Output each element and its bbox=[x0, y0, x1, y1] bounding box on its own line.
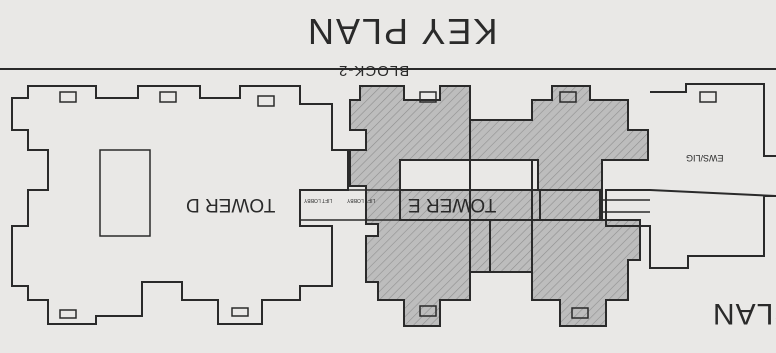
ews-label: EWS/LIG bbox=[686, 153, 724, 163]
tower-e-highlight bbox=[349, 85, 649, 327]
block-label: BLOCK-2 bbox=[338, 62, 410, 79]
lift-lobby-label-b: LIFT LOBBY bbox=[347, 197, 376, 203]
tower-e-label: TOWER E bbox=[408, 194, 497, 215]
lift-lobby-label-a: LIFT LOBBY bbox=[304, 197, 333, 203]
bottom-plan-label: PLAN bbox=[712, 297, 776, 330]
ews-block-outline bbox=[600, 83, 776, 269]
unit-notches bbox=[59, 91, 717, 319]
tower-e-outline bbox=[469, 159, 601, 273]
tower-d-outline bbox=[11, 85, 401, 325]
key-plan-title: KEY PLAN bbox=[306, 11, 498, 52]
tower-e-core bbox=[399, 189, 601, 221]
tower-e-left-wing bbox=[349, 85, 491, 327]
tower-d-label: TOWER D bbox=[186, 194, 276, 215]
